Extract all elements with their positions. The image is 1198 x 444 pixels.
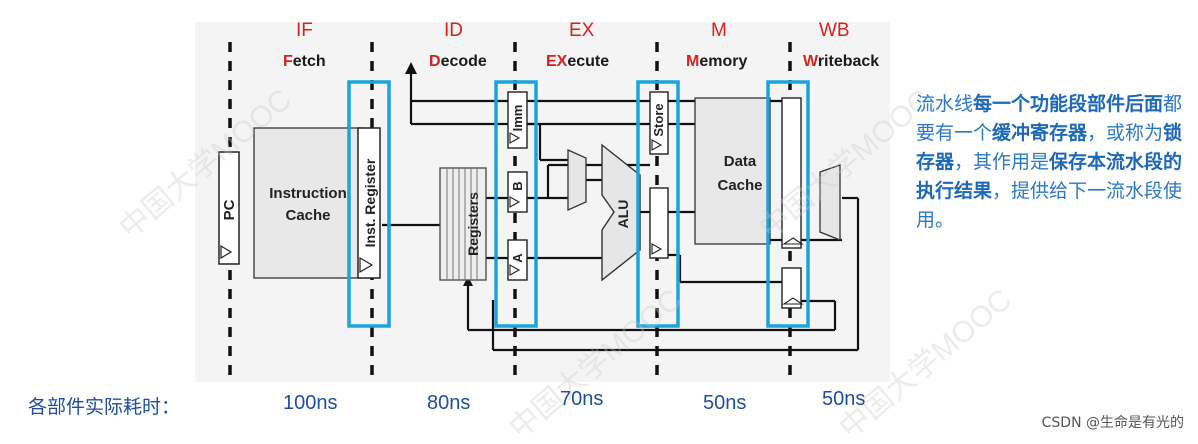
stage-name-decode: Decode [429, 53, 487, 70]
a-label: A [510, 253, 525, 263]
store-label: Store [651, 103, 666, 136]
stage-abbr-ex: EX [569, 20, 595, 41]
stage-name-writeback: Writeback [803, 53, 880, 70]
stage-name-fetch: Fetch [283, 53, 326, 70]
latch-highlights [347, 80, 810, 328]
stage-abbr-if: IF [296, 20, 313, 41]
highlight-if-id [347, 80, 391, 328]
time-wb: 50ns [822, 388, 866, 410]
wb2-clock-icon [782, 297, 804, 305]
alu-out-clock-icon [651, 243, 663, 255]
writeback-mux [819, 164, 841, 241]
inst-register-label: Inst. Register [362, 158, 378, 247]
icache-label-1: Instruction [269, 185, 347, 202]
icache-label-2: Cache [285, 207, 330, 224]
instruction-register [357, 127, 381, 279]
time-id: 80ns [427, 392, 471, 414]
up-arrow-icon [405, 62, 417, 74]
alu-shape [601, 143, 641, 282]
operand-mux [567, 148, 587, 212]
register-file [439, 167, 487, 281]
data-cache [694, 97, 771, 245]
alu-out-latch [649, 187, 669, 259]
dcache-label-2: Cache [717, 177, 762, 194]
ir-clock-icon [359, 256, 374, 274]
writeback-arrow-icon [463, 276, 473, 286]
pc-register [218, 151, 240, 265]
wb-latch-1 [781, 97, 802, 249]
wb1-clock-icon [782, 237, 804, 245]
alu-label: ALU [615, 200, 631, 229]
wb-latch-2 [781, 267, 802, 309]
highlight-id-ex [494, 80, 538, 328]
imm-label: Imm [510, 105, 525, 132]
store-clock-icon [651, 139, 663, 151]
a-latch [507, 239, 528, 281]
credit-text: CSDN @生命是有光的 [1041, 415, 1184, 431]
store-latch [649, 91, 669, 155]
time-if: 100ns [283, 392, 338, 414]
stage-abbr-id: ID [444, 20, 463, 41]
time-m: 50ns [703, 392, 747, 414]
timing-label: 各部件实际耗时： [28, 396, 181, 418]
imm-clock-icon [509, 132, 521, 144]
stage-abbr-wb: WB [819, 20, 850, 41]
stage-name-memory: Memory [686, 53, 748, 70]
b-clock-icon [509, 196, 521, 208]
side-note: 流水线每一个功能段部件后面都要有一个缓冲寄存器，或称为锁存器，其作用是保存本流水… [916, 93, 1183, 231]
time-ex: 70ns [560, 388, 604, 410]
dcache-label-1: Data [724, 153, 757, 170]
stage-abbr-m: M [711, 20, 727, 41]
a-clock-icon [509, 264, 521, 276]
highlight-m-wb [766, 80, 810, 328]
stage-name-execute: EXecute [546, 53, 610, 70]
pc-label: PC [221, 199, 238, 220]
highlight-ex-m [636, 80, 680, 328]
b-latch [507, 171, 528, 213]
instruction-cache [253, 127, 363, 279]
b-label: B [510, 181, 525, 190]
pc-clock-icon [220, 244, 233, 260]
registers-label: Registers [465, 192, 481, 256]
